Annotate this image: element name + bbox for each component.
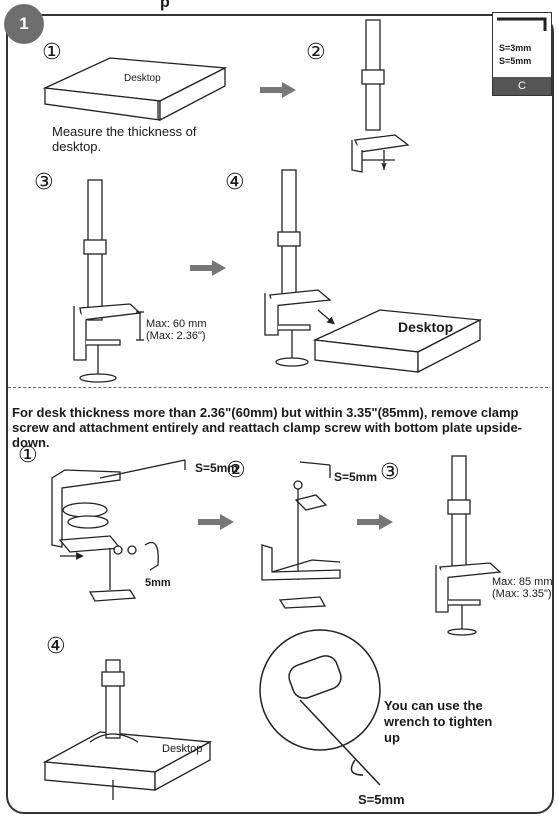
- desktop-slab-4: [312, 309, 483, 374]
- instruction-frame: [6, 14, 554, 814]
- hex-key-icon: [497, 17, 547, 31]
- legend-letter: C: [493, 77, 551, 95]
- max-label-85mm: Max: 85 mm (Max: 3.35"): [492, 576, 553, 600]
- pole-clamp-4: [264, 169, 335, 367]
- wrench-tip: You can use the wrench to tighten up: [384, 698, 493, 745]
- pole-clamp-b3: [435, 455, 502, 636]
- step-number-b4: ④: [46, 634, 66, 659]
- step-number-2: ②: [306, 40, 326, 65]
- wrench-label-2: S=5mm: [334, 470, 378, 484]
- step-number-b1: ①: [18, 443, 38, 468]
- wrench-closeup: [259, 629, 381, 786]
- step-number-b3: ③: [380, 460, 400, 485]
- pole-clamp-3: [73, 179, 144, 383]
- exploded-clamp-1: [51, 459, 186, 602]
- arrow-right-3: [198, 514, 234, 530]
- section-divider: [8, 387, 548, 388]
- exploded-clamp-2: [261, 461, 341, 609]
- legend-size-b: S=5mm: [499, 56, 532, 66]
- wrench-label-3: S=5mm: [358, 792, 405, 807]
- legend-size-a: S=3mm: [499, 43, 532, 53]
- desktop-label-2: Desktop: [398, 319, 454, 335]
- desktop-slab-1: [42, 57, 228, 122]
- step-number-3: ③: [34, 170, 54, 195]
- step-number-4: ④: [225, 170, 245, 195]
- tool-legend: S=3mm S=5mm C: [492, 12, 552, 96]
- pole-clamp-2: [351, 19, 410, 173]
- desktop-label-b4: Desktop: [162, 743, 203, 755]
- step-number-1: ①: [42, 40, 62, 65]
- arrow-right-2: [190, 260, 226, 276]
- section-badge: 1: [4, 4, 44, 44]
- arrow-right-1: [260, 82, 296, 98]
- pole-desk-b4: [42, 659, 213, 800]
- measure-instruction: Measure the thickness of desktop.: [52, 124, 197, 154]
- max-label-60mm: Max: 60 mm (Max: 2.36"): [146, 318, 207, 342]
- step-number-b2: ②: [226, 458, 246, 483]
- desktop-label-1: Desktop: [124, 73, 161, 84]
- page-title-fragment: p: [160, 0, 170, 11]
- thick-desk-note: For desk thickness more than 2.36"(60mm)…: [12, 405, 523, 450]
- wrench-label-1: S=5mm: [195, 461, 239, 475]
- mm-label: 5mm: [145, 577, 171, 589]
- arrow-right-4: [357, 514, 393, 530]
